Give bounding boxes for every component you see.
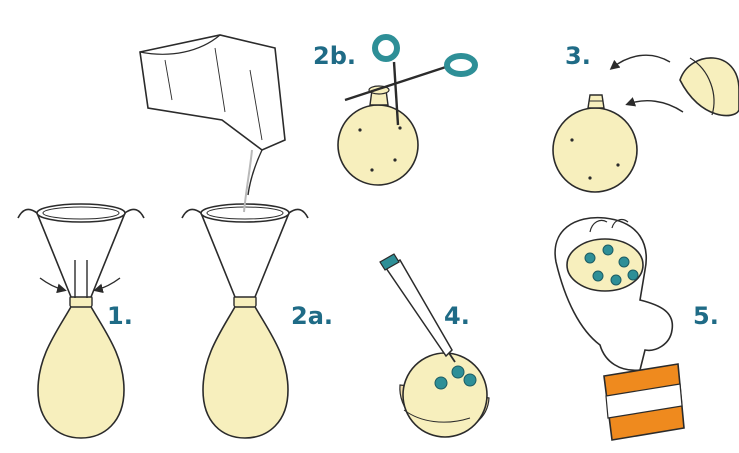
- balloon-ball: [338, 105, 418, 185]
- step-5-illustration: [555, 218, 684, 440]
- step-label-4: 4.: [444, 304, 470, 328]
- balloon-ball: [403, 353, 487, 437]
- balloon-half: [680, 58, 739, 116]
- step-label-3: 3.: [565, 44, 591, 68]
- funnel: [18, 204, 144, 298]
- arrow-lower-icon: [628, 101, 683, 112]
- step-label-2a: 2a.: [291, 304, 333, 328]
- squeezed-ball: [567, 239, 643, 291]
- step-2b-illustration: [338, 37, 475, 185]
- funnel: [182, 204, 308, 297]
- step-4-illustration: [380, 254, 489, 437]
- step-label-1: 1.: [107, 304, 133, 328]
- balloon-ball: [553, 108, 637, 192]
- step-3-illustration: [553, 55, 739, 192]
- arrow-left-icon: [40, 278, 64, 290]
- arrow-right-icon: [96, 278, 120, 290]
- flour-bag: [140, 35, 285, 195]
- step-label-2b: 2b.: [313, 44, 356, 68]
- step-label-5: 5.: [693, 304, 719, 328]
- balloon-filled: [203, 296, 288, 438]
- arrow-upper-icon: [612, 55, 670, 68]
- step-2a-illustration: [140, 35, 308, 438]
